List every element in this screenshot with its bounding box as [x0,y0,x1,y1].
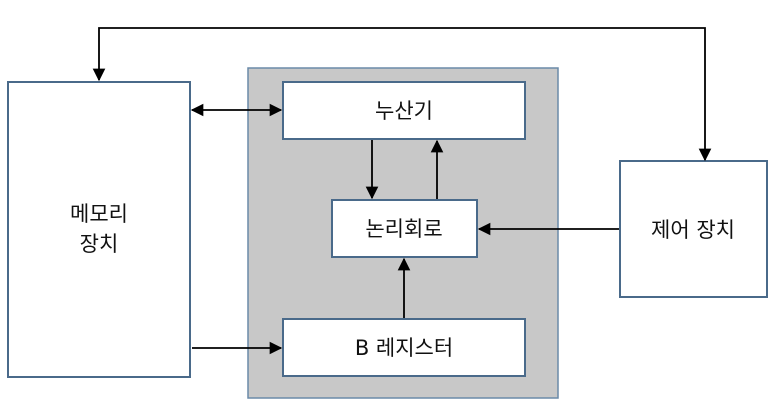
memory-unit-box [7,81,191,378]
accumulator: 누산기 [282,81,526,140]
control-unit: 제어 장치 [619,160,768,298]
b-register-label: B 레지스터 [355,336,453,360]
control-memory-connector-arrow [92,27,712,162]
b-register-box [282,318,526,377]
logic-circuit-box [331,199,478,258]
logic-circuit-label: 논리회로 [365,217,442,241]
memory-unit-label-line2: 장치 [80,232,119,256]
memory-unit: 메모리 장치 [7,81,191,378]
control-unit-box [619,160,768,298]
b-register: B 레지스터 [282,318,526,377]
accumulator-label: 누산기 [375,99,433,123]
logic-circuit: 논리회로 [331,199,478,258]
control-unit-label: 제어 장치 [651,218,735,242]
memory-unit-label-line1: 메모리 [70,202,128,226]
